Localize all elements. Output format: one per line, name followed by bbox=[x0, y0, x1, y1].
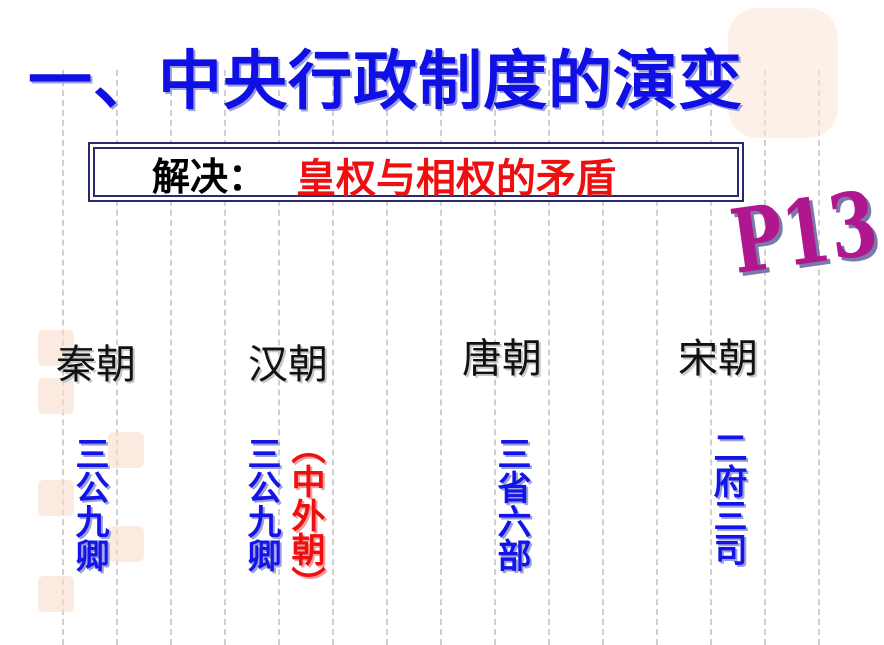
system-han-note: （中外朝） bbox=[285, 430, 325, 600]
guide-line bbox=[764, 70, 766, 645]
guide-line bbox=[170, 70, 172, 645]
dynasty-qin: 秦朝 bbox=[56, 342, 136, 388]
decorative-seal bbox=[38, 330, 74, 366]
dynasty-han: 汉朝 bbox=[248, 342, 328, 388]
guide-line bbox=[278, 70, 280, 645]
decorative-seal bbox=[38, 576, 74, 612]
system-song: 二府三司 bbox=[707, 430, 747, 566]
guide-line bbox=[656, 70, 658, 645]
decorative-seal bbox=[108, 526, 144, 562]
guide-line bbox=[332, 70, 334, 645]
solve-value: 皇权与相权的矛盾 bbox=[296, 156, 616, 202]
guide-line bbox=[818, 70, 820, 645]
guide-line bbox=[116, 70, 118, 645]
decorative-seal bbox=[728, 8, 838, 138]
page-reference: P13 bbox=[725, 171, 884, 295]
guide-line bbox=[602, 70, 604, 645]
decorative-seal bbox=[38, 378, 74, 414]
decorative-seal bbox=[38, 480, 74, 516]
decorative-seal bbox=[108, 432, 144, 468]
guide-line bbox=[386, 70, 388, 645]
system-tang: 三省六部 bbox=[491, 436, 531, 572]
system-han: 三公九卿 bbox=[241, 436, 281, 572]
system-qin: 三公九卿 bbox=[69, 436, 109, 572]
guide-line bbox=[494, 70, 496, 645]
guide-line bbox=[710, 70, 712, 645]
solve-box-frame bbox=[88, 142, 744, 202]
guide-line bbox=[440, 70, 442, 645]
solve-label: 解决： bbox=[152, 155, 267, 199]
guide-line bbox=[224, 70, 226, 645]
dynasty-song: 宋朝 bbox=[678, 336, 758, 382]
guide-line bbox=[548, 70, 550, 645]
dynasty-tang: 唐朝 bbox=[462, 336, 542, 382]
page-title: 一、中央行政制度的演变 bbox=[28, 45, 743, 119]
